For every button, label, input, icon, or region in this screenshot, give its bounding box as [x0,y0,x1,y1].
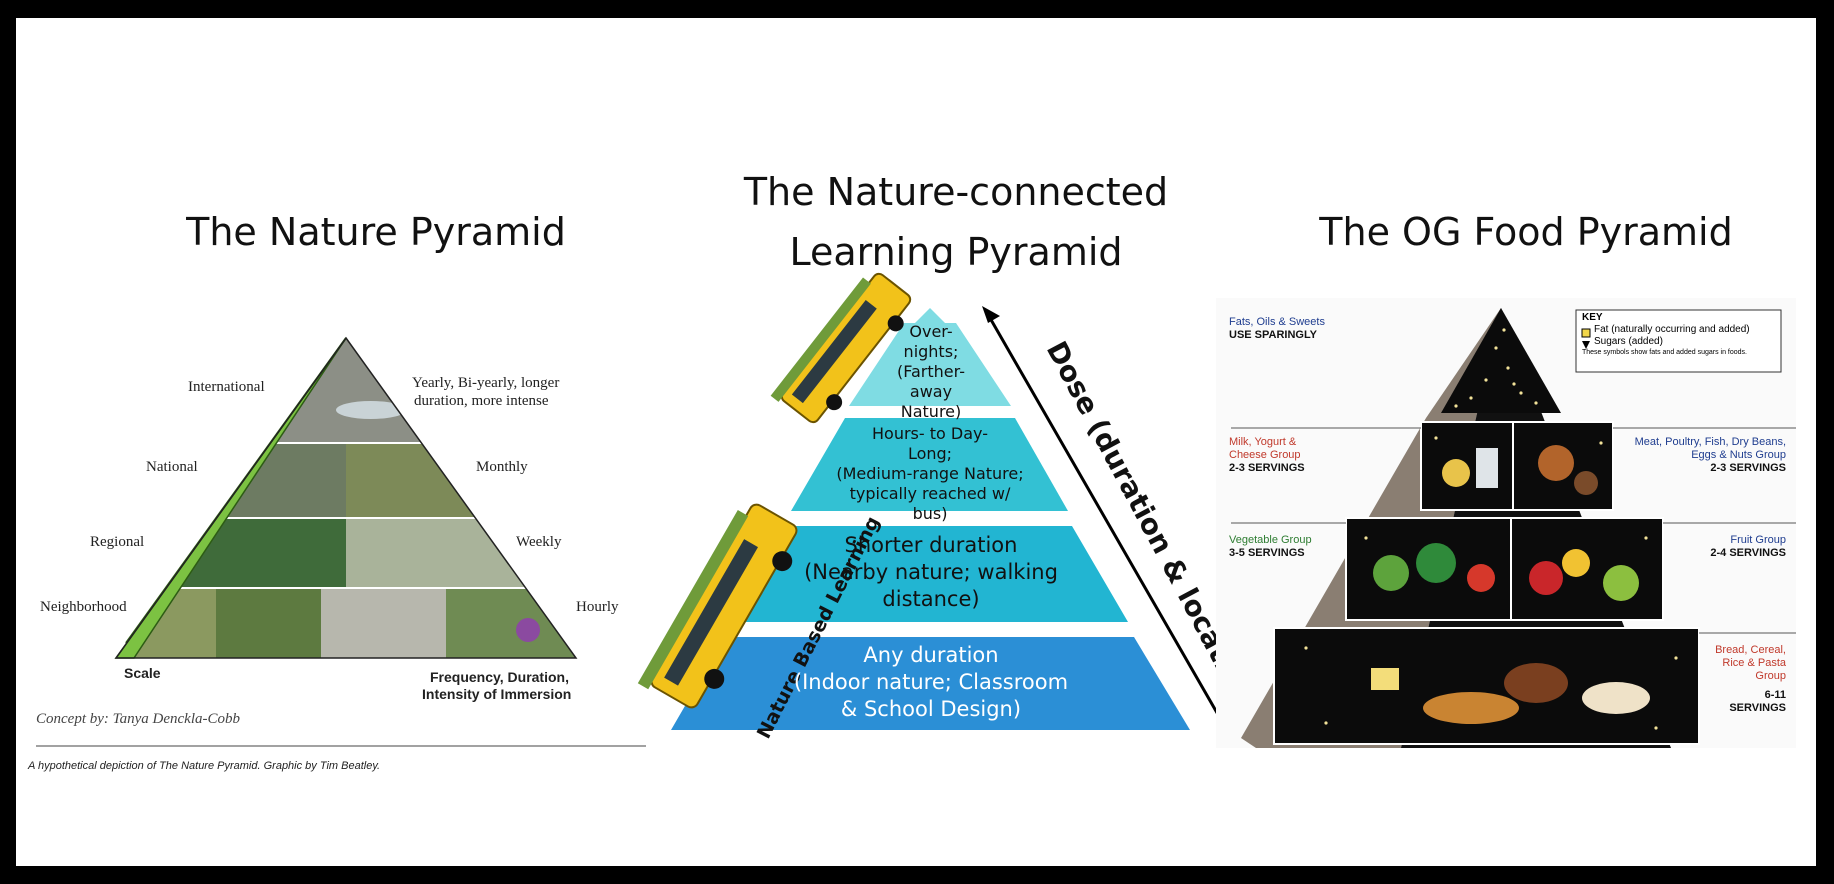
nature-pyramid-caption: A hypothetical depiction of The Nature P… [28,760,381,772]
national-photo [116,443,346,518]
food-key: KEY Fat (naturally occurring and added) … [1582,312,1750,356]
concept-credit: Concept by: Tanya Denckla-Cobb [36,711,240,727]
bread-label: Bread, Cereal, Rice & Pasta Group 6-11 S… [1715,644,1786,714]
scale-axis-label: Scale [124,665,161,681]
frequency-label-yearly-1: Yearly, Bi-yearly, longer [412,375,560,391]
frequency-label-yearly-2: duration, more intense [414,393,549,409]
bread-tier [1273,627,1700,745]
canvas: The Nature Pyramid The Nature-connected … [16,18,1816,866]
food-pyramid-body [1401,308,1671,748]
food-pyramid-title: The OG Food Pyramid [1319,210,1733,254]
frequency-label-hourly: Hourly [576,599,619,615]
milk-label: Milk, Yogurt & Cheese Group 2-3 SERVINGS [1229,436,1305,474]
flower-photo [446,588,576,658]
fats-label: Fats, Oils & Sweets USE SPARINGLY [1229,316,1325,341]
scale-label-regional: Regional [90,534,145,550]
neighborhood-photo-2 [216,588,321,658]
monthly-photo [346,443,576,518]
vegetable-tier [1345,517,1512,621]
scale-label-national: National [146,459,198,475]
learning-pyramid-title-line1: The Nature-connected [743,170,1169,214]
learning-pyramid-title-line2: Learning Pyramid [789,230,1123,274]
fats-tier [1441,308,1561,413]
milk-tier [1420,421,1514,511]
frequency-axis-label-2: Intensity of Immersion [422,686,572,702]
frequency-label-monthly: Monthly [476,459,528,475]
meat-label: Meat, Poultry, Fish, Dry Beans, Eggs & N… [1634,436,1786,474]
bird-photo [321,588,446,658]
meat-tier [1512,421,1614,511]
scale-label-international: International [188,379,265,395]
tier-any-text: Any duration (Indoor nature; Classroom &… [793,643,1069,721]
nature-pyramid-title: The Nature Pyramid [186,210,566,254]
frequency-axis-label-1: Frequency, Duration, [430,669,569,685]
weekly-map-photo [346,518,576,588]
tier-shorter-text: Shorter duration (Nearby nature; walking… [804,533,1058,611]
regional-photo [116,518,346,588]
tier-hours-day-text: Hours- to Day- Long; (Medium-range Natur… [836,424,1024,523]
vegetable-label: Vegetable Group 3-5 SERVINGS [1229,534,1312,559]
scale-label-neighborhood: Neighborhood [40,599,127,615]
frequency-label-weekly: Weekly [516,534,562,550]
fruit-label: Fruit Group 2-4 SERVINGS [1710,534,1786,559]
fruit-tier [1510,517,1664,621]
tier-overnights-text: Over- nights; (Farther-away Nature) [897,322,965,421]
